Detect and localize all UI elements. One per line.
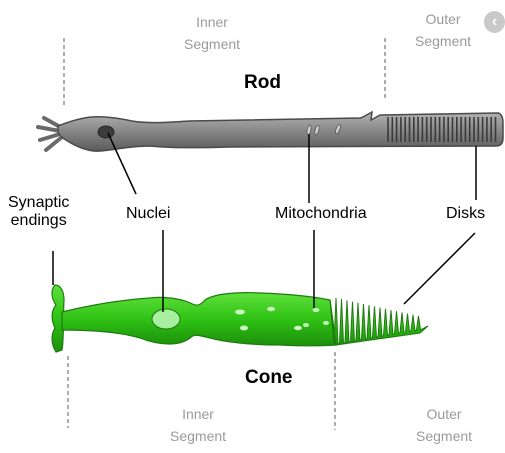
disks-label: Disks bbox=[446, 205, 485, 223]
cone-mitochondrion-1 bbox=[235, 310, 245, 315]
rod-inner-line2: Segment bbox=[184, 36, 240, 52]
cone-outer-line1: Outer bbox=[416, 406, 472, 422]
cone-mitochondrion-6 bbox=[313, 308, 320, 312]
cone-inner-segment-label: Inner Segment bbox=[170, 406, 226, 444]
rod-body bbox=[58, 112, 503, 151]
cone-outer-segment-label: Outer Segment bbox=[416, 406, 472, 444]
rod-outer-line2: Segment bbox=[415, 33, 471, 49]
synaptic-line2: endings bbox=[8, 212, 69, 230]
cone-mitochondrion-7 bbox=[323, 321, 329, 325]
synaptic-line1: Synaptic bbox=[8, 194, 69, 212]
cone-mitochondrion-2 bbox=[240, 326, 248, 331]
cone-mitochondrion-5 bbox=[303, 323, 309, 327]
cone-mitochondrion-4 bbox=[294, 326, 302, 330]
cone-mitochondrion-3 bbox=[267, 307, 275, 311]
rod-outer-segment-label: Outer Segment bbox=[415, 11, 471, 49]
cone-cell bbox=[52, 285, 428, 352]
leader-cone-disks bbox=[404, 233, 475, 304]
chevron-left-icon[interactable]: ‹ bbox=[484, 11, 505, 33]
rod-cell bbox=[38, 112, 503, 151]
cone-body bbox=[62, 293, 336, 346]
cone-outer-line2: Segment bbox=[416, 428, 472, 444]
mitochondria-label: Mitochondria bbox=[275, 205, 367, 223]
rod-inner-segment-label: Inner Segment bbox=[184, 14, 240, 52]
cone-title: Cone bbox=[245, 367, 293, 389]
rod-inner-line1: Inner bbox=[184, 14, 240, 30]
cone-outer-segment bbox=[330, 298, 428, 345]
cone-inner-line1: Inner bbox=[170, 406, 226, 422]
cone-inner-line2: Segment bbox=[170, 428, 226, 444]
rod-nucleus bbox=[98, 126, 114, 138]
nuclei-label: Nuclei bbox=[126, 205, 170, 223]
rod-title: Rod bbox=[244, 72, 281, 94]
rod-outer-line1: Outer bbox=[415, 11, 471, 27]
cone-nucleus bbox=[152, 309, 180, 329]
synaptic-endings-label: Synaptic endings bbox=[8, 194, 69, 231]
cone-disks bbox=[330, 298, 428, 345]
